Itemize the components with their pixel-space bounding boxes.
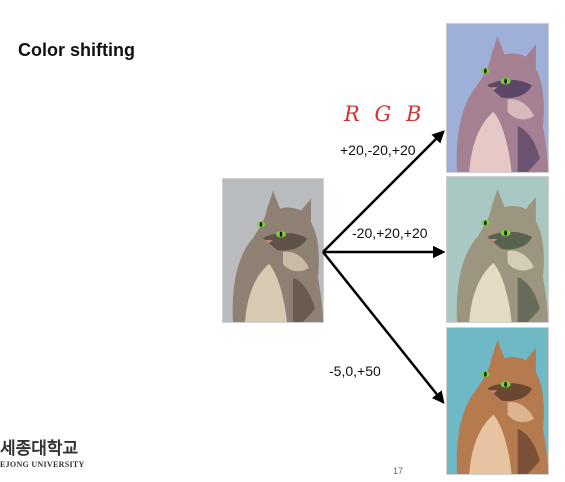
shifted-cat-image-2: [447, 177, 548, 322]
arrow-to-image-3: [322, 251, 445, 404]
page-number: 17: [393, 466, 404, 476]
logo-english-text: EJONG UNIVERSITY: [0, 460, 85, 469]
shift-label-1: +20,-20,+20: [340, 142, 416, 158]
shifted-cat-image-3: [447, 328, 548, 474]
logo-korean-text: 세종대학교: [0, 439, 79, 459]
shift-label-2: -20,+20,+20: [352, 225, 428, 241]
university-logo: 세종대학교 EJONG UNIVERSITY: [0, 440, 85, 469]
shifted-cat-image-1: [447, 24, 548, 172]
shift-label-3: -5,0,+50: [329, 363, 381, 379]
slide-title: Color shifting: [18, 40, 135, 60]
original-cat-image: [223, 179, 323, 322]
rgb-annotation: R G B: [344, 102, 426, 126]
